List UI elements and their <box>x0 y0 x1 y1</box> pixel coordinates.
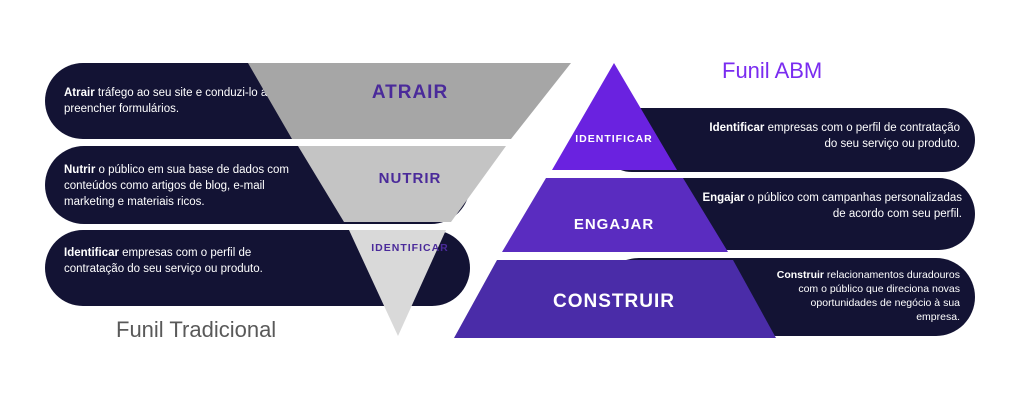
abm-text-construir: Construir relacionamentos duradouros com… <box>776 269 960 323</box>
pyramid-label-construir: CONSTRUIR <box>553 291 675 312</box>
funnel-level-identificar <box>349 230 446 336</box>
abm-text-identificar: Identificar empresas com o perfil de con… <box>709 122 960 150</box>
funnel-label-identificar: IDENTIFICAR <box>371 242 449 254</box>
traditional-text-nutrir: Nutrir o público em sua base de dados co… <box>64 164 290 208</box>
funnel-label-nutrir: NUTRIR <box>379 170 442 187</box>
abm-text-engajar: Engajar o público com campanhas personal… <box>702 192 962 220</box>
traditional-funnel-title: Funil Tradicional <box>116 317 277 342</box>
abm-funnel-title: Funil ABM <box>722 58 823 83</box>
pyramid-label-engajar: ENGAJAR <box>574 216 654 233</box>
traditional-text-atrair: Atrair tráfego ao seu site e conduzi-lo … <box>64 87 268 115</box>
funnel-label-atrair: ATRAIR <box>372 82 448 103</box>
pyramid-level-engajar <box>502 178 728 252</box>
pyramid-label-identificar: IDENTIFICAR <box>575 133 653 145</box>
funnel-level-atrair <box>248 63 571 139</box>
pyramid-level-construir <box>454 260 776 338</box>
traditional-text-identificar: Identificar empresas com o perfil de con… <box>64 247 263 275</box>
pyramid-level-identificar <box>552 63 677 170</box>
funnel-level-nutrir <box>298 146 506 222</box>
